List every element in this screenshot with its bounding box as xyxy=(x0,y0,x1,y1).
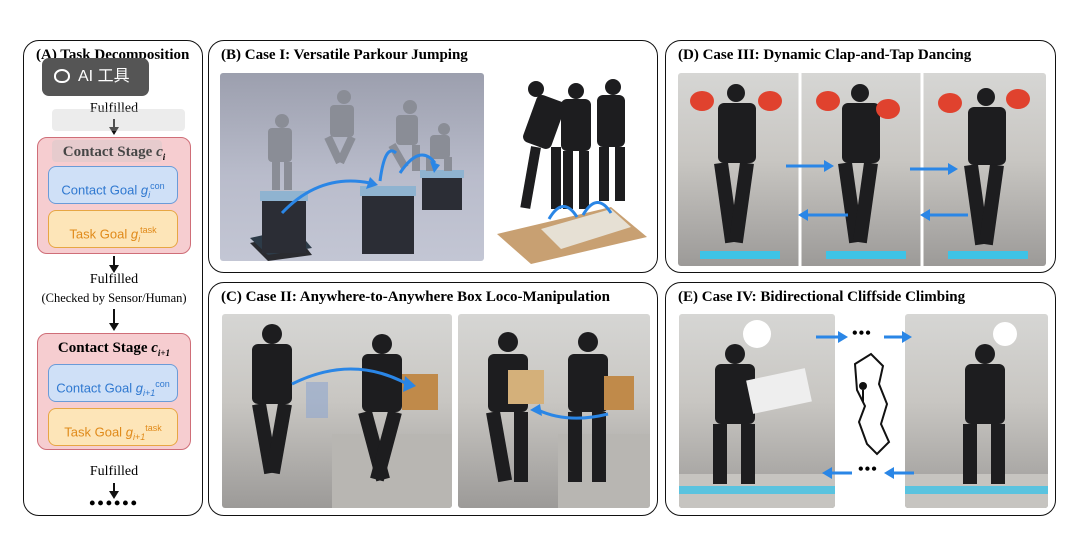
panel-box-loco-manipulation: (C) Case II: Anywhere-to-Anywhere Box Lo… xyxy=(208,282,658,516)
carry-arrow-1 xyxy=(291,367,408,386)
climb-dots-bottom: ••• xyxy=(858,461,878,478)
robots-box-1 xyxy=(252,324,402,482)
box-2 xyxy=(508,370,544,404)
dancing-scene xyxy=(690,73,1030,266)
ai-tool-badge-label: AI 工具 xyxy=(78,68,130,85)
platform-1-top xyxy=(260,191,308,201)
climb-dots-top: ••• xyxy=(852,325,872,342)
panel-e-title: (E) Case IV: Bidirectional Cliffside Cli… xyxy=(678,289,966,305)
carry-arrow-2 xyxy=(537,408,609,420)
panel-d-title: (D) Case III: Dynamic Clap-and-Tap Danci… xyxy=(678,47,972,63)
simulation-image xyxy=(220,73,484,261)
dancing-image xyxy=(678,73,1046,266)
box-3 xyxy=(604,376,634,410)
jump-arrow-4 xyxy=(547,205,579,220)
ghost-menu-item-2 xyxy=(52,140,162,162)
box-manipulation-image-2 xyxy=(458,314,650,508)
fulfilled-label-bottom: Fulfilled xyxy=(89,464,139,479)
box-manipulation-image-1 xyxy=(222,314,452,508)
fulfilled-label-mid: Fulfilled xyxy=(89,272,139,287)
real-robots xyxy=(520,79,625,209)
climbing-image-1 xyxy=(679,314,835,508)
robots-box-2 xyxy=(486,332,608,483)
panel-task-decomposition: (A) Task Decomposition Fulfilled Contact… xyxy=(23,40,203,516)
contact-stage-i-plus-1-title: Contact Stage ci+1 xyxy=(57,340,171,358)
real-parkour-image xyxy=(491,59,651,264)
panel-clap-and-tap-dancing: (D) Case III: Dynamic Clap-and-Tap Danci… xyxy=(665,40,1056,273)
simulation-scene xyxy=(250,90,464,261)
contact-goal-i-plus-1: Contact Goal gi+1con xyxy=(48,364,178,402)
floor-tape xyxy=(700,251,1028,259)
real-parkour-scene xyxy=(497,79,647,264)
brain-icon xyxy=(54,69,70,83)
dancing-robots xyxy=(714,84,1006,246)
jump-arrow-1 xyxy=(280,179,371,215)
platform-3-top xyxy=(420,170,464,178)
arrow-down-1 xyxy=(110,119,118,135)
task-goal-i: Task Goal gitask xyxy=(48,210,178,248)
task-goal-i-plus-1: Task Goal gi+1task xyxy=(48,408,178,446)
jump-arrow-5 xyxy=(581,201,613,216)
box-scene-1 xyxy=(252,324,452,508)
face-blur-1 xyxy=(743,320,771,348)
ellipsis-dots: •••••• xyxy=(89,493,139,513)
platform-2-top xyxy=(360,186,416,196)
climbing-image-2 xyxy=(905,314,1048,508)
contact-stage-i-title: Contact Stage ci xyxy=(62,144,166,162)
ghost-menu-item-1 xyxy=(52,109,185,131)
checked-by-label: (Checked by Sensor/Human) xyxy=(41,291,187,305)
arrow-down-4 xyxy=(110,483,118,499)
contact-stage-i: Contact Stage ci Contact Goal gicon Task… xyxy=(37,137,191,254)
arrow-down-3 xyxy=(110,309,118,331)
cliff-icon xyxy=(853,352,891,456)
jump-arrow-2 xyxy=(378,149,398,182)
contact-goal-i: Contact Goal gicon xyxy=(48,166,178,204)
arrow-down-2 xyxy=(110,256,118,273)
panel-cliffside-climbing: (E) Case IV: Bidirectional Cliffside Cli… xyxy=(665,282,1056,516)
boxing-gloves xyxy=(690,89,1030,119)
jump-arrow-3 xyxy=(398,153,437,174)
cliff-illustration xyxy=(853,352,891,456)
panel-b-title: (B) Case I: Versatile Parkour Jumping xyxy=(221,47,468,63)
climbing-scene-2 xyxy=(905,322,1048,508)
fulfilled-label-top: Fulfilled xyxy=(89,101,139,116)
climbing-robot-1 xyxy=(713,344,755,484)
ai-tool-badge[interactable]: AI 工具 xyxy=(42,58,149,96)
climbing-robot-2 xyxy=(963,344,1005,484)
climber-icon xyxy=(859,382,867,390)
sim-robots xyxy=(268,90,452,190)
face-blur-2 xyxy=(993,322,1017,346)
panel-parkour-jumping: (B) Case I: Versatile Parkour Jumping xyxy=(208,40,658,273)
box-scene-2 xyxy=(486,332,650,508)
panel-c-title: (C) Case II: Anywhere-to-Anywhere Box Lo… xyxy=(221,289,611,305)
contact-stage-i-plus-1: Contact Stage ci+1 Contact Goal gi+1con … xyxy=(37,333,191,450)
climbing-scene-1 xyxy=(679,320,835,508)
